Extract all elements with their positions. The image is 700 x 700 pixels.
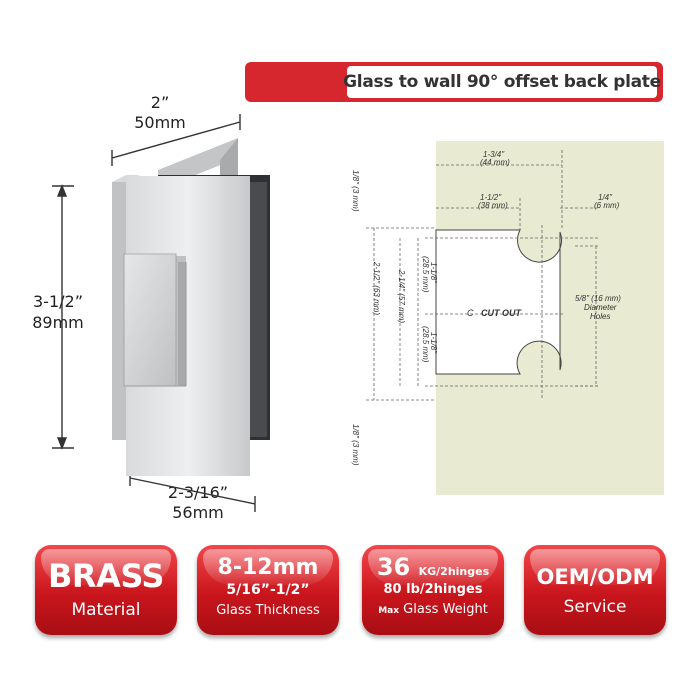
left-mid-label: 2-1/4" (57 mm) <box>397 270 406 324</box>
header-title: Glass to wall 90° offset back plate <box>343 72 661 92</box>
upper-half-mm: (28.5 mm) <box>421 256 430 293</box>
upper-half-in: 1-1/8" <box>429 262 438 284</box>
holes-label-2: Diameter <box>584 303 617 312</box>
lower-half-mm: (28.5 mm) <box>421 326 430 363</box>
badge-material: BRASS Material <box>35 545 177 635</box>
badge-weight-kg-unit: KG/2hinges <box>418 565 490 578</box>
cutout-label: CUT OUT <box>481 308 521 318</box>
badge-weight-kg: 36 KG/2hinges <box>362 553 504 581</box>
badge-thickness-label: Glass Thickness <box>216 603 320 618</box>
height-inch-label: 3-1/2” <box>33 292 83 311</box>
left-overall-label: 2-1/2" (63 mm) <box>372 262 381 316</box>
top-overall-in: 1-3/4" <box>483 150 505 159</box>
depth-mm-label: 56mm <box>172 503 224 522</box>
holes-label-1: 5/8" (16 mm) <box>575 294 621 303</box>
top-right-mm: (6 mm) <box>594 201 620 210</box>
top-overall-mm: (44 mm) <box>480 158 510 167</box>
width-mm-label: 50mm <box>134 113 186 132</box>
badge-glass-thickness: 8-12mm 5/16”-1/2” Glass Thickness <box>197 545 339 635</box>
top-inner-in: 1-1/2" <box>480 193 502 202</box>
badge-weight-label: Max Glass Weight <box>362 602 504 617</box>
badge-material-title: BRASS <box>48 557 164 595</box>
height-mm-label: 89mm <box>32 313 84 332</box>
badge-weight-max: Max <box>378 606 400 616</box>
badge-weight-text: Glass Weight <box>403 602 488 617</box>
badge-thickness-mm: 8-12mm <box>217 555 319 580</box>
holes-label-3: Holes <box>590 312 611 321</box>
badge-material-subtitle: Material <box>71 600 141 620</box>
left-bottom-label: 1/8" (3 mm) <box>351 424 360 466</box>
badge-service-subtitle: Service <box>563 597 627 617</box>
badge-glass-weight: 36 KG/2hinges 80 lb/2hinges Max Glass We… <box>362 545 504 635</box>
badge-service: OEM/ODM Service <box>524 545 666 635</box>
centerline-symbol: C <box>467 308 474 318</box>
lower-half-in: 1-1/8" <box>429 332 438 354</box>
badge-weight-kg-value: 36 <box>376 553 411 581</box>
height-arrow <box>52 184 74 450</box>
badge-thickness-in: 5/16”-1/2” <box>226 582 310 598</box>
top-inner-mm: (38 mm) <box>478 201 508 210</box>
badge-weight-lb: 80 lb/2hinges <box>383 582 483 597</box>
left-top-label: 1/8" (3 mm) <box>351 170 360 212</box>
width-arrow <box>111 114 241 166</box>
width-inch-label: 2” <box>150 93 170 112</box>
top-right-in: 1/4" <box>598 193 612 202</box>
header-title-box: Glass to wall 90° offset back plate <box>343 66 661 98</box>
badge-service-title: OEM/ODM <box>536 565 654 589</box>
